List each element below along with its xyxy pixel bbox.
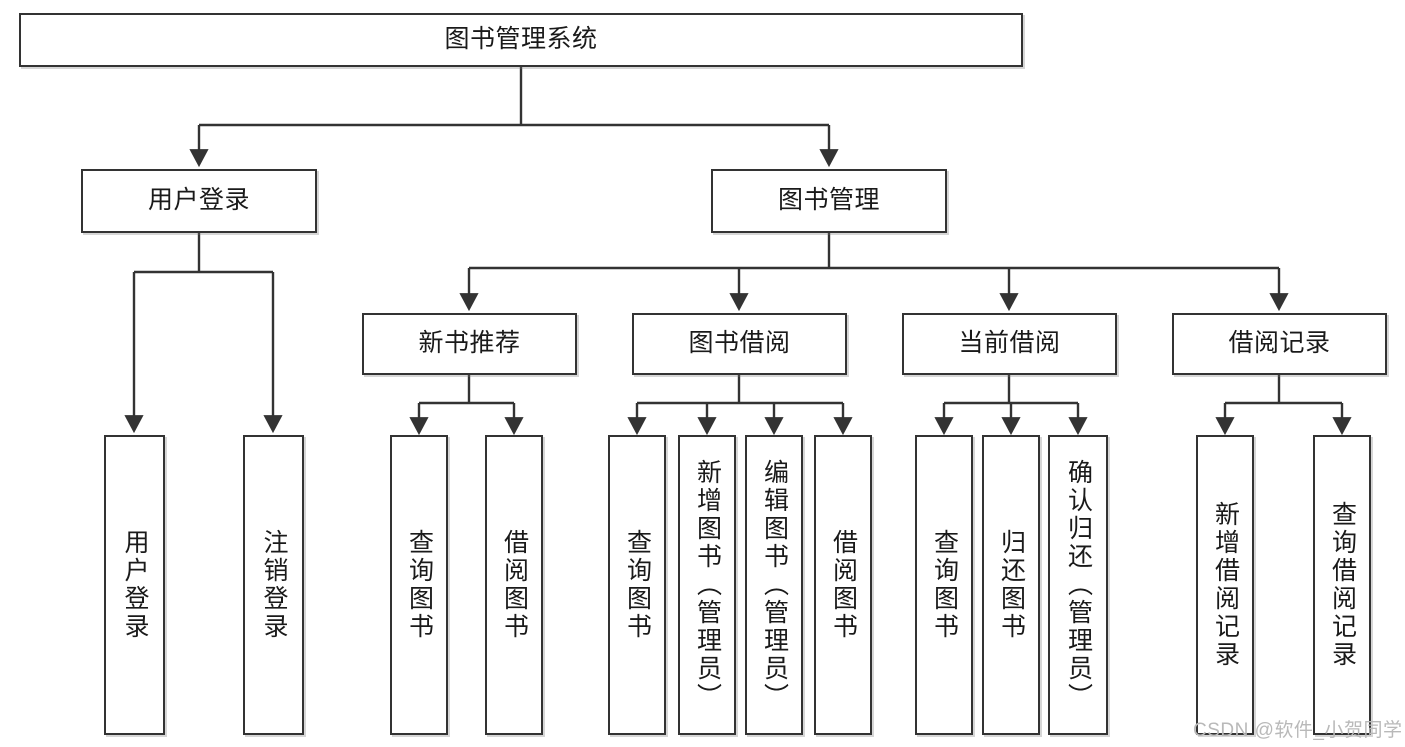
node-leaf-query-book-borrow[interactable]: 查询图书 xyxy=(608,435,666,735)
node-leaf-user-login-label: 用户登录 xyxy=(121,529,149,641)
node-book-borrow-label: 图书借阅 xyxy=(688,329,791,358)
node-borrow-record-label: 借阅记录 xyxy=(1228,329,1331,358)
node-book-borrow[interactable]: 图书借阅 xyxy=(632,313,847,375)
node-leaf-query-borrow-record[interactable]: 查询借阅记录 xyxy=(1313,435,1371,735)
node-leaf-query-book-rec[interactable]: 查询图书 xyxy=(390,435,448,735)
node-leaf-edit-book-admin-label: 编辑图书（管理员） xyxy=(760,459,789,711)
node-leaf-confirm-return-admin-label: 确认归还（管理员） xyxy=(1064,459,1093,711)
node-leaf-user-logout-label: 注销登录 xyxy=(260,529,288,641)
node-borrow-record[interactable]: 借阅记录 xyxy=(1172,313,1387,375)
node-current-borrow-label: 当前借阅 xyxy=(958,329,1061,358)
node-user-login-label: 用户登录 xyxy=(147,186,250,215)
node-root-label: 图书管理系统 xyxy=(444,25,598,54)
node-leaf-return-book-label: 归还图书 xyxy=(997,529,1026,641)
node-leaf-user-login[interactable]: 用户登录 xyxy=(104,435,165,735)
node-root[interactable]: 图书管理系统 xyxy=(19,13,1023,67)
node-leaf-add-borrow-record[interactable]: 新增借阅记录 xyxy=(1196,435,1254,735)
node-leaf-borrow-book-rec[interactable]: 借阅图书 xyxy=(485,435,543,735)
node-leaf-add-borrow-record-label: 新增借阅记录 xyxy=(1211,501,1240,669)
watermark-text: CSDN @软件_小贺同学 xyxy=(1193,720,1403,741)
node-book-manage-label: 图书管理 xyxy=(777,186,880,215)
node-leaf-borrow-book-rec-label: 借阅图书 xyxy=(500,529,529,641)
node-user-login[interactable]: 用户登录 xyxy=(81,169,317,233)
node-new-book-rec-label: 新书推荐 xyxy=(418,329,521,358)
node-leaf-borrow-book[interactable]: 借阅图书 xyxy=(814,435,872,735)
node-leaf-add-book-admin[interactable]: 新增图书（管理员） xyxy=(678,435,736,735)
node-leaf-confirm-return-admin[interactable]: 确认归还（管理员） xyxy=(1048,435,1108,735)
node-leaf-return-book[interactable]: 归还图书 xyxy=(982,435,1040,735)
node-book-manage[interactable]: 图书管理 xyxy=(711,169,947,233)
node-leaf-edit-book-admin[interactable]: 编辑图书（管理员） xyxy=(745,435,803,735)
node-leaf-query-borrow-record-label: 查询借阅记录 xyxy=(1328,501,1357,669)
node-leaf-query-book-cur-label: 查询图书 xyxy=(930,529,959,641)
node-leaf-query-book-borrow-label: 查询图书 xyxy=(623,529,652,641)
node-current-borrow[interactable]: 当前借阅 xyxy=(902,313,1117,375)
node-leaf-query-book-cur[interactable]: 查询图书 xyxy=(915,435,973,735)
node-leaf-user-logout[interactable]: 注销登录 xyxy=(243,435,304,735)
node-new-book-rec[interactable]: 新书推荐 xyxy=(362,313,577,375)
node-leaf-query-book-rec-label: 查询图书 xyxy=(405,529,434,641)
node-leaf-borrow-book-label: 借阅图书 xyxy=(829,529,858,641)
node-leaf-add-book-admin-label: 新增图书（管理员） xyxy=(693,459,722,711)
